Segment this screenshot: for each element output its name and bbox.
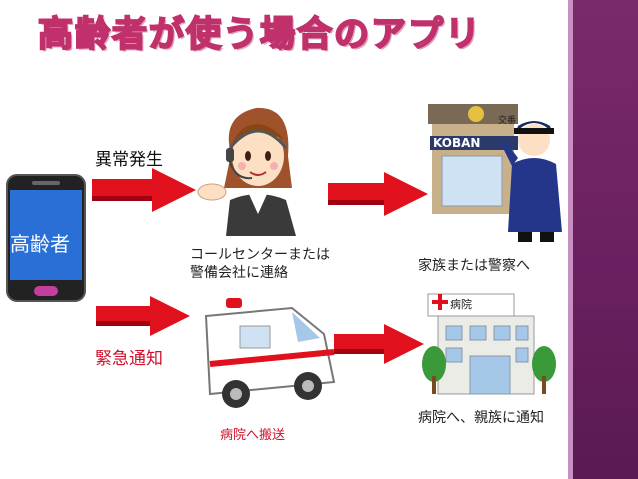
call-center-operator-icon — [197, 107, 296, 236]
slide-title: 高齢者が使う場合のアプリ — [37, 14, 483, 56]
slide-side-bar — [568, 0, 638, 479]
hospital-sign: 病院 — [450, 298, 472, 311]
koban-kanji-sign: 交番 — [498, 116, 517, 126]
arrow-to-ambulance-icon — [96, 296, 190, 336]
family-police-label: 家族または警察へ — [418, 258, 530, 274]
police-box-icon — [428, 104, 562, 242]
hospital-icon — [422, 293, 556, 395]
ambulance-icon — [204, 298, 336, 408]
call-center-label: コールセンターまたは 警備会社に連絡 — [190, 247, 330, 281]
hospital-notify-label: 病院へ、親族に通知 — [418, 410, 544, 426]
arrow-to-hospital-icon — [334, 324, 424, 364]
abnormal-label: 異常発生 — [95, 150, 163, 170]
arrow-to-police-icon — [328, 172, 428, 216]
elderly-label: 高齢者 — [10, 232, 70, 256]
arrow-to-call-center-icon — [92, 168, 196, 212]
ambulance-label: 病院へ搬送 — [220, 428, 286, 443]
smartphone-icon — [6, 174, 86, 302]
koban-sign: KOBAN — [433, 136, 481, 150]
emergency-label: 緊急通知 — [95, 349, 163, 369]
